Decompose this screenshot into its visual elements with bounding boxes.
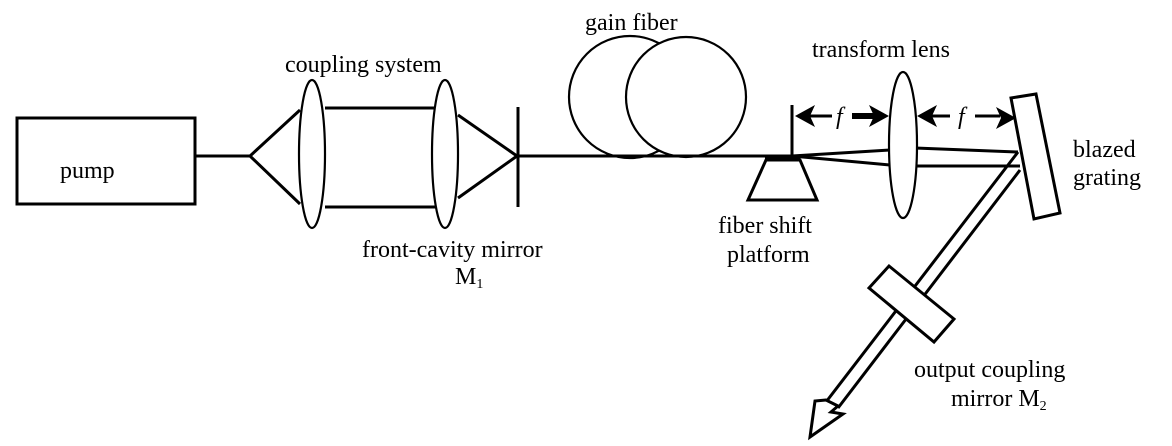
focal-arrow-1-left-head xyxy=(795,105,815,127)
beam-lens-to-grating-top xyxy=(914,146,1019,154)
coupling-system-label: coupling system xyxy=(285,52,442,78)
pump-box xyxy=(15,116,197,206)
beam-fiber-to-lens-bottom xyxy=(791,154,891,167)
gain-fiber-coil-2 xyxy=(624,35,748,159)
transform-lens-label: transform lens xyxy=(812,37,950,63)
output-beam-line-a xyxy=(824,151,1020,403)
front-cavity-mirror-label: front-cavity mirror xyxy=(362,237,543,263)
fiber-shift-label-2: platform xyxy=(727,242,810,268)
pump-label: pump xyxy=(60,158,115,184)
fiber-shift-label-1: fiber shift xyxy=(718,213,812,239)
focal-length-2-label: f xyxy=(958,104,968,130)
focal-arrow-2-right-head xyxy=(996,107,1016,129)
blazed-label-2: grating xyxy=(1073,165,1141,191)
gain-fiber-label: gain fiber xyxy=(585,10,678,36)
blazed-grating xyxy=(1009,92,1062,221)
coupling-lens-2 xyxy=(430,78,460,230)
front-cavity-mirror-symbol: M1 xyxy=(455,264,483,292)
output-coupling-label-1: output coupling xyxy=(914,357,1065,383)
output-cone xyxy=(457,113,520,200)
focal-arrow-2-left-head xyxy=(917,105,937,127)
beam-fiber-to-lens-top xyxy=(791,148,891,158)
coupling-lens-1 xyxy=(297,78,327,230)
focal-length-1-label: f xyxy=(836,104,846,130)
output-beam-line-b xyxy=(836,169,1022,409)
input-cone xyxy=(247,108,302,206)
output-arrow-head xyxy=(808,398,847,441)
transform-lens xyxy=(887,70,919,220)
output-coupling-mirror xyxy=(866,263,957,345)
fiber-shift-platform xyxy=(745,158,820,202)
blazed-label-1: blazed xyxy=(1073,137,1136,163)
output-coupling-label-2: mirror M2 xyxy=(951,386,1047,414)
focal-arrow-1-right-head xyxy=(869,105,889,127)
